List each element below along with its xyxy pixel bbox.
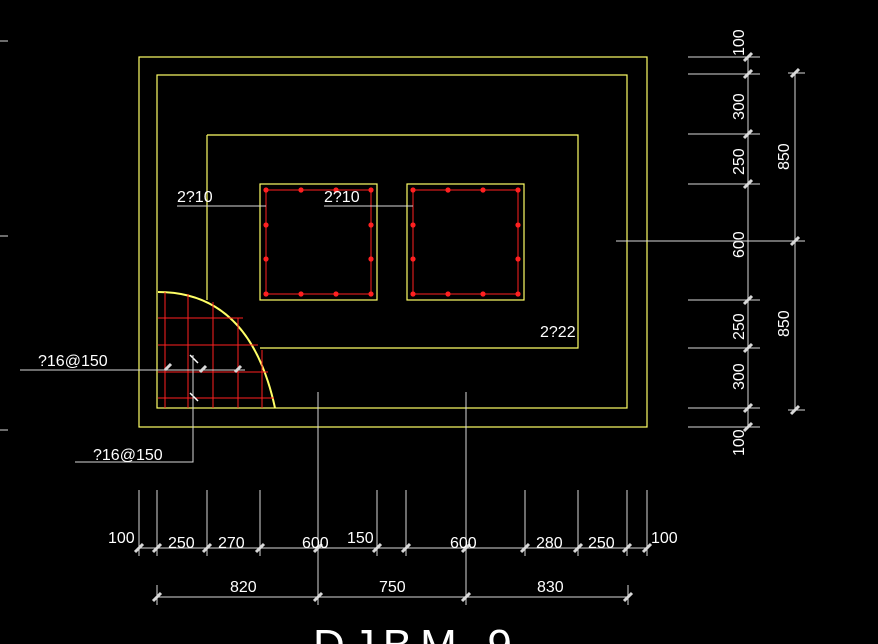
dim-right-3: 250 — [731, 148, 748, 175]
dim-right-7: 100 — [731, 429, 748, 456]
rebar-dot — [410, 187, 416, 193]
dim-total-3: 830 — [537, 579, 564, 596]
dim-right-5: 250 — [731, 313, 748, 340]
dim-bottom-9: 100 — [651, 530, 678, 547]
rebar-dot — [368, 256, 374, 262]
rebar-dot — [263, 187, 269, 193]
beam-bar-label: 2?22 — [540, 324, 576, 341]
dim-right-4: 600 — [731, 231, 748, 258]
dim-right-2: 300 — [731, 93, 748, 120]
rebar-dot — [445, 187, 451, 193]
rebar-dot — [263, 222, 269, 228]
right-dimension-chain: 100 300 250 600 250 300 100 850 850 — [688, 29, 805, 456]
column-2 — [406, 183, 525, 301]
mesh-top-label: ?16@150 — [38, 353, 108, 370]
rebar-dot — [515, 256, 521, 262]
rebar-dot — [515, 291, 521, 297]
mesh-detail — [157, 291, 276, 409]
col2-bar-label: 2?10 — [324, 189, 360, 206]
dim-total-1: 820 — [230, 579, 257, 596]
dim-bottom-2: 250 — [168, 535, 195, 552]
rebar-dot — [263, 291, 269, 297]
rebar-dot — [368, 187, 374, 193]
rebar-dot — [515, 222, 521, 228]
dim-bottom-1: 100 — [108, 530, 135, 547]
col1-bar-label: 2?10 — [177, 189, 213, 206]
rebar-dot — [480, 187, 486, 193]
rebar-dots — [263, 187, 521, 297]
pedestal-outline — [206, 134, 579, 349]
column-1 — [259, 183, 378, 301]
dim-right-total-1: 850 — [776, 143, 793, 170]
rebar-dot — [410, 222, 416, 228]
rebar-dot — [333, 187, 339, 193]
rebar-dot — [410, 256, 416, 262]
dim-total-2: 750 — [379, 579, 406, 596]
rebar-dot — [298, 291, 304, 297]
rebar-dot — [298, 187, 304, 193]
dim-right-1: 100 — [731, 29, 748, 56]
rebar-dot — [515, 187, 521, 193]
dim-bottom-8: 250 — [588, 535, 615, 552]
rebar-dot — [480, 291, 486, 297]
rebar-dot — [368, 291, 374, 297]
mesh-bottom-label: ?16@150 — [93, 447, 163, 464]
rebar-dot — [333, 291, 339, 297]
bottom-dimension-chain: 100 250 270 600 150 600 280 250 100 820 … — [108, 490, 678, 605]
rebar-dot — [445, 291, 451, 297]
rebar-dot — [368, 222, 374, 228]
dim-bottom-4: 600 — [302, 535, 329, 552]
dim-bottom-6: 600 — [450, 535, 477, 552]
rebar-dot — [410, 291, 416, 297]
footing-outer-outline — [138, 56, 648, 428]
footing-step-outline — [156, 74, 628, 409]
dim-bottom-7: 280 — [536, 535, 563, 552]
rebar-dot — [263, 256, 269, 262]
dim-bottom-3: 270 — [218, 535, 245, 552]
dim-right-6: 300 — [731, 363, 748, 390]
dim-right-total-2: 850 — [776, 310, 793, 337]
dim-bottom-5: 150 — [347, 530, 374, 547]
drawing-title: DJBM-9 — [313, 621, 520, 644]
leader-mesh-bottom — [75, 355, 194, 463]
